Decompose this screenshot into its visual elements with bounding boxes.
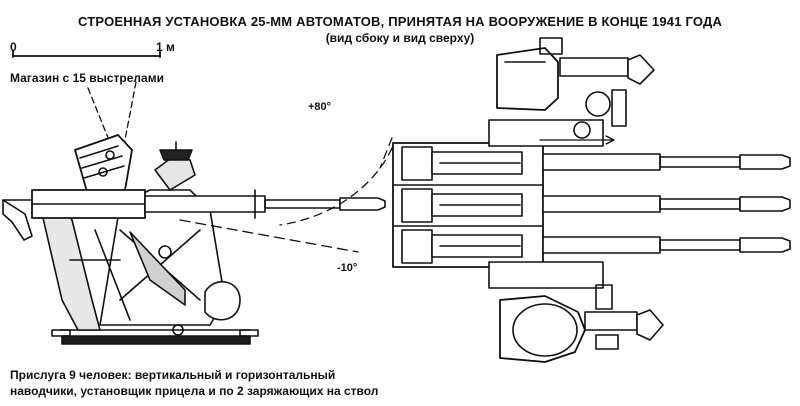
side-view-magazine	[74, 134, 133, 196]
depression-angle-label: -10°	[337, 262, 358, 274]
diagram-title: СТРОЕННАЯ УСТАНОВКА 25-ММ АВТОМАТОВ, ПРИ…	[77, 14, 723, 29]
side-view	[2, 134, 393, 345]
side-view-receiver	[31, 189, 146, 219]
side-view-barrel	[144, 189, 386, 219]
depression-line	[179, 219, 359, 253]
scale-start-label: 0	[10, 40, 17, 54]
elevation-line	[379, 137, 393, 169]
elevation-arc	[279, 147, 393, 226]
crew-caption-line-2: наводчики, установщик прицела и по 2 зар…	[10, 384, 379, 398]
side-view-base	[51, 329, 259, 345]
crew-caption: Прислуга 9 человек: вертикальный и гориз…	[10, 367, 378, 399]
crew-caption-line-1: Прислуга 9 человек: вертикальный и гориз…	[10, 368, 336, 382]
top-view	[392, 37, 791, 363]
side-view-carriage	[39, 189, 241, 336]
traverse-arrow	[539, 135, 615, 145]
top-view-barrels	[542, 153, 791, 254]
top-view-receivers	[401, 146, 523, 264]
top-view-lower-seat	[499, 284, 664, 363]
side-view-sight	[154, 141, 196, 191]
scale-bar	[12, 50, 161, 58]
top-view-upper-seat	[496, 37, 655, 139]
diagram-subtitle: (вид сбоку и вид сверху)	[325, 31, 475, 45]
elevation-angle-label: +80°	[308, 101, 332, 113]
magazine-label: Магазин с 15 выстрелами	[10, 71, 164, 85]
